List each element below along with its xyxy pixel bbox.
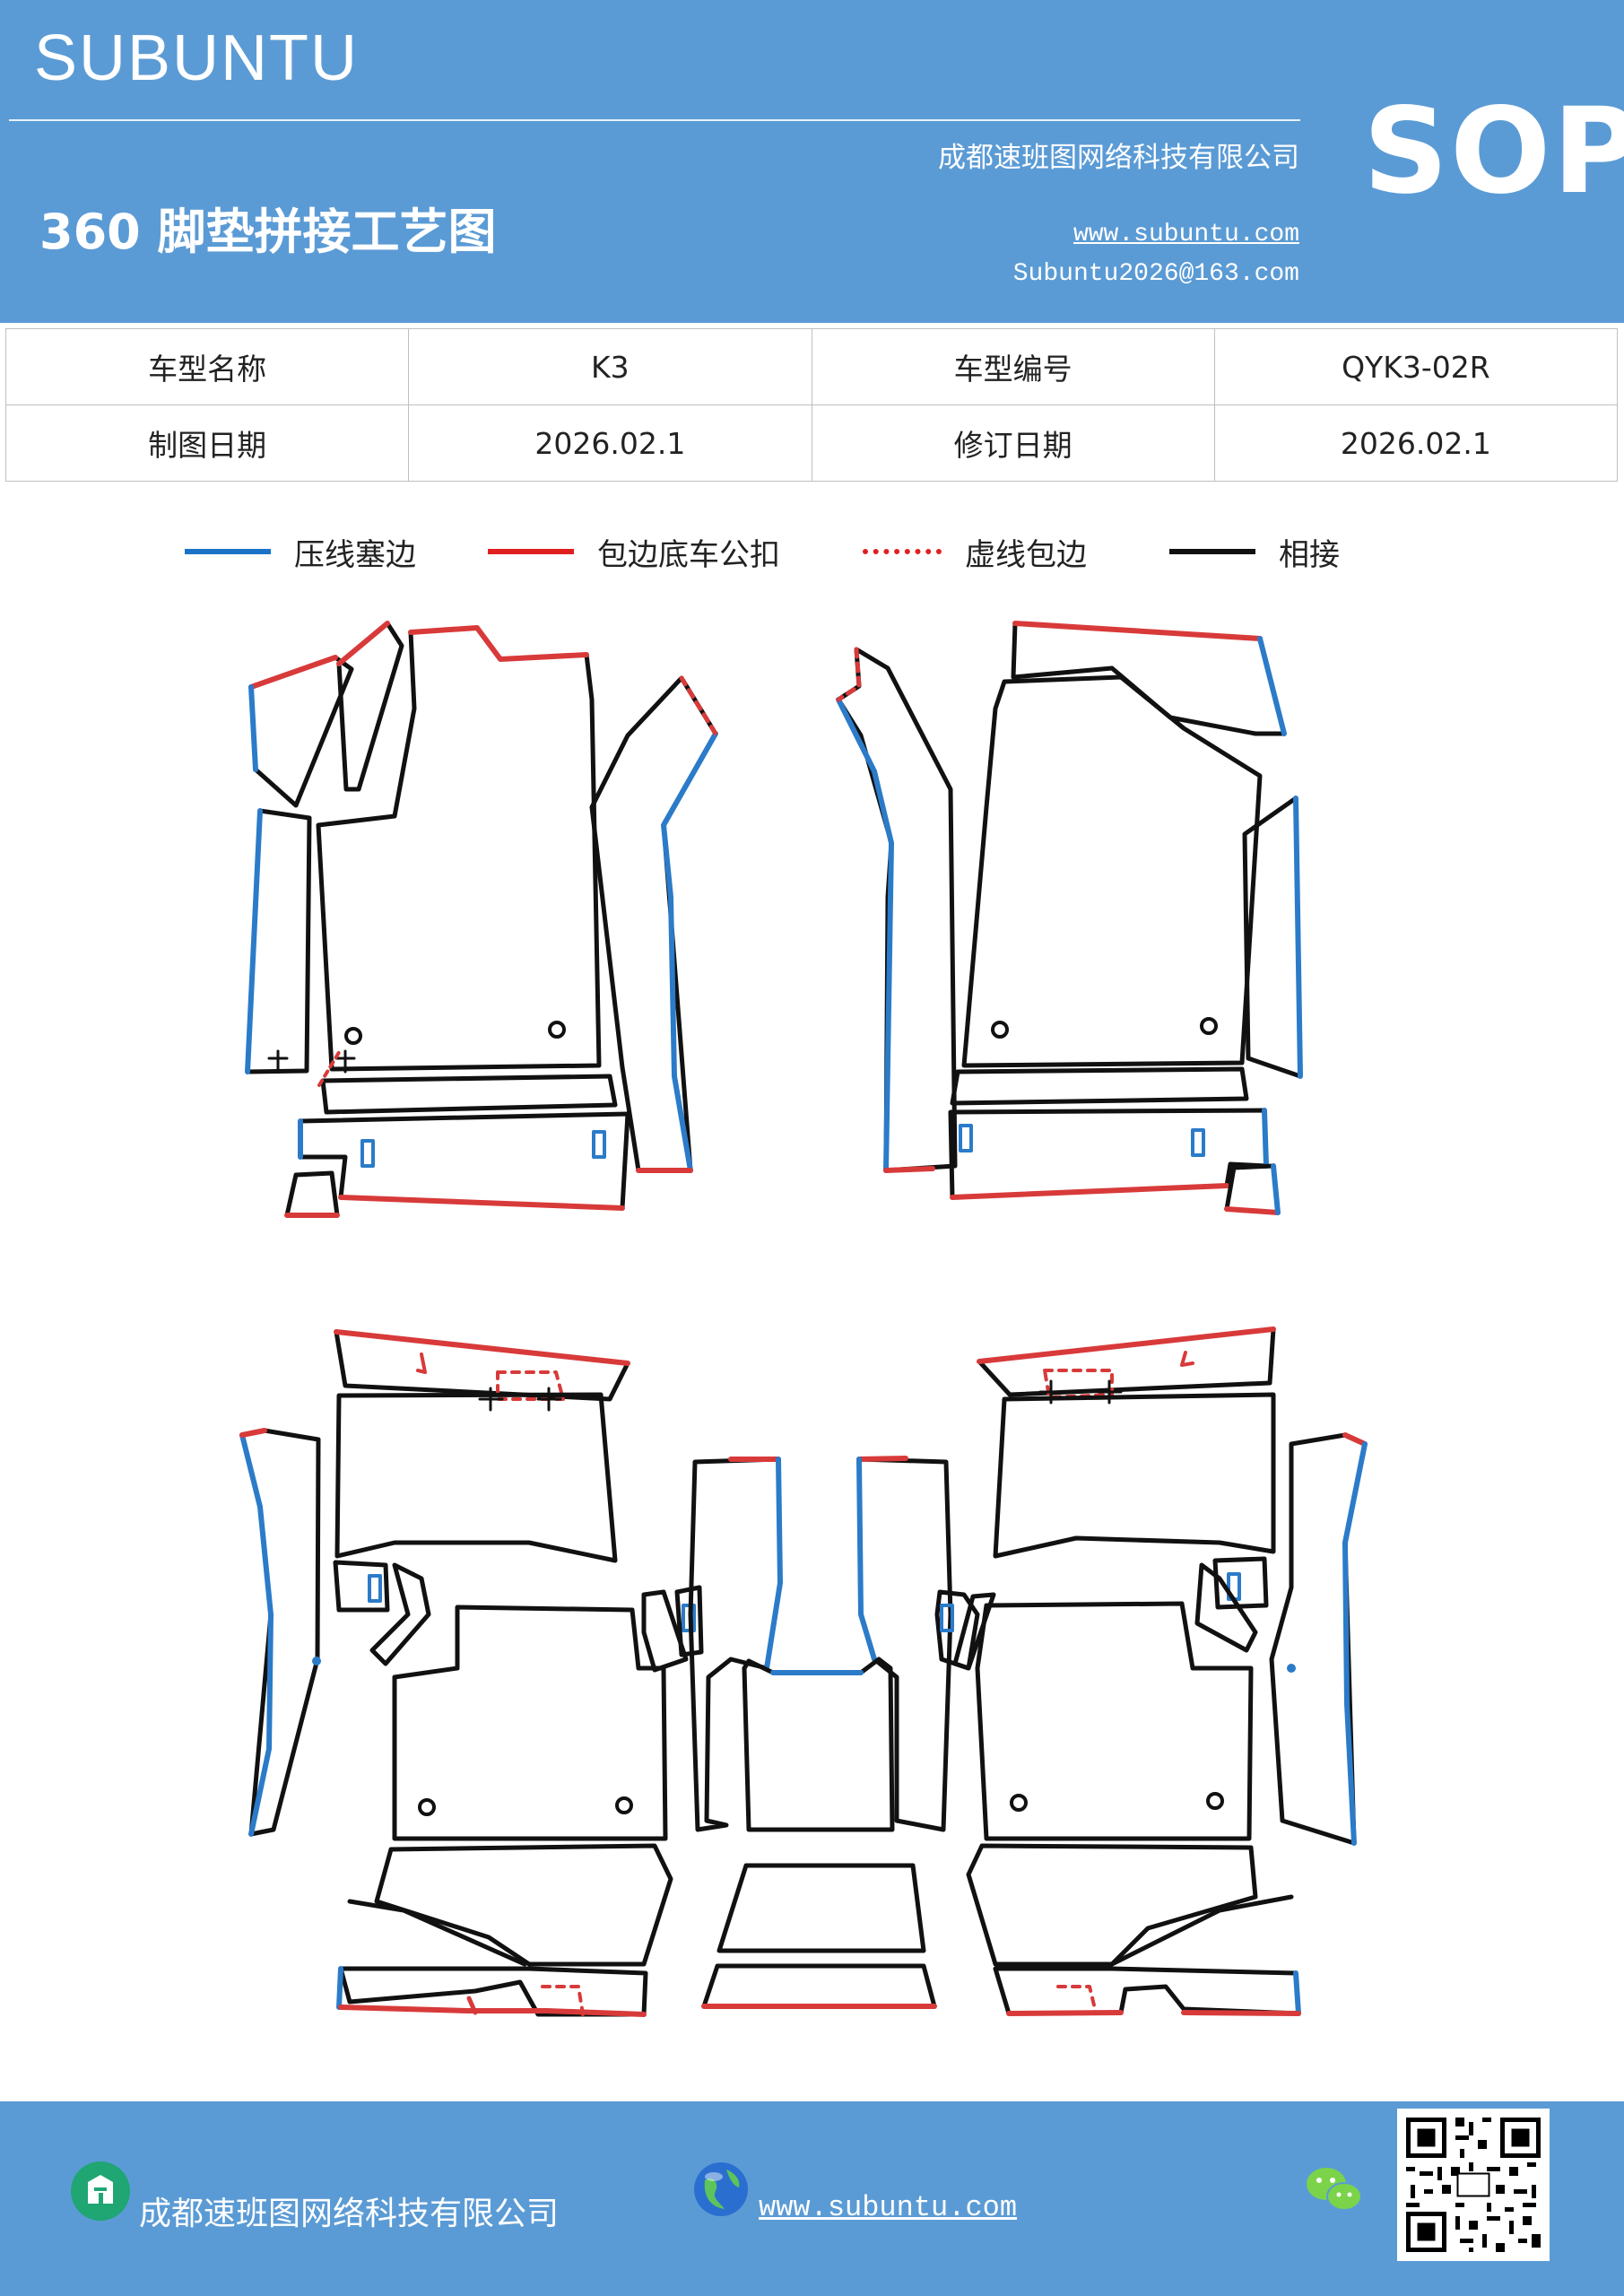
draw-date-value: 2026.02.1 (408, 404, 812, 482)
footer-company: 成都速班图网络科技有限公司 (139, 2196, 560, 2232)
info-table: 车型名称 K3 车型编号 QYK3-02R 制图日期 2026.02.1 修订日… (4, 328, 1619, 482)
brand-logo: SUBUNTU (34, 22, 360, 94)
mat-rear-right (934, 1326, 1368, 2016)
qr-code-icon (1397, 2109, 1550, 2261)
table-row: 车型名称 K3 车型编号 QYK3-02R (4, 328, 1619, 405)
sop-label: SOP (1363, 83, 1624, 221)
email-address: Subuntu2026@163.com (1012, 260, 1299, 288)
legend-item-black: 相接 (1169, 525, 1340, 578)
mat-rear-left (239, 1329, 704, 2017)
legend-label: 压线塞边 (294, 536, 416, 573)
revise-date-value: 2026.02.1 (1213, 404, 1619, 482)
mat-front-right (836, 621, 1303, 1215)
floor-mat-diagram (239, 621, 1368, 2017)
legend-swatch-black (1169, 549, 1255, 554)
footer-website-link[interactable]: www.subuntu.com (759, 2191, 1018, 2224)
building-icon (71, 2161, 130, 2221)
mat-center (688, 1456, 953, 2009)
header: SUBUNTU 成都速班图网络科技有限公司 360 脚垫拼接工艺图 www.su… (0, 0, 1624, 323)
legend: 压线塞边 包边底车公扣 虚线包边 相接 (0, 525, 1624, 578)
legend-item-red-dashed: 虚线包边 (863, 525, 1087, 578)
draw-date-label: 制图日期 (4, 404, 410, 482)
globe-icon (694, 2162, 748, 2216)
revise-date-label: 修订日期 (811, 404, 1215, 482)
legend-item-blue: 压线塞边 (185, 525, 416, 578)
model-code-label: 车型编号 (811, 328, 1215, 405)
footer: 成都速班图网络科技有限公司 www.subuntu.com (0, 2101, 1624, 2296)
document-title: 360 脚垫拼接工艺图 (39, 204, 497, 260)
model-code-value: QYK3-02R (1213, 328, 1619, 405)
header-divider (9, 119, 1300, 121)
wechat-icon[interactable] (1305, 2164, 1364, 2216)
company-name: 成都速班图网络科技有限公司 (938, 142, 1299, 174)
qr-code-pattern (1406, 2118, 1541, 2252)
legend-swatch-red (488, 549, 574, 554)
legend-label: 虚线包边 (965, 536, 1087, 573)
mat-front-left (245, 621, 718, 1218)
model-name-label: 车型名称 (4, 328, 410, 405)
legend-swatch-blue (185, 549, 271, 554)
model-name-value: K3 (408, 328, 812, 405)
legend-label: 包边底车公扣 (597, 536, 780, 573)
legend-item-red: 包边底车公扣 (488, 525, 780, 578)
table-row: 制图日期 2026.02.1 修订日期 2026.02.1 (4, 404, 1619, 482)
legend-swatch-red-dashed (863, 549, 942, 554)
legend-label: 相接 (1279, 536, 1340, 573)
website-link[interactable]: www.subuntu.com (1073, 221, 1299, 248)
